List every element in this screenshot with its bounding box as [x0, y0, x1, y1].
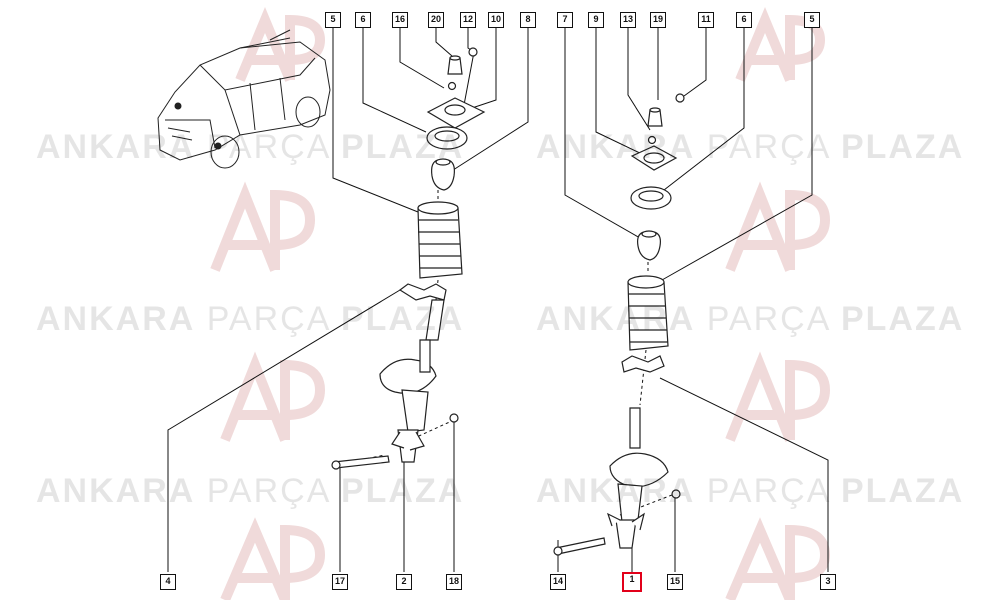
callout-label[interactable]: 4 [160, 574, 176, 590]
right-strut-assembly [553, 93, 685, 556]
watermark-logo [210, 181, 316, 272]
callout-label[interactable]: 8 [520, 12, 536, 28]
callout-label-highlighted[interactable]: 1 [622, 572, 642, 592]
callout-label[interactable]: 20 [428, 12, 444, 28]
watermark-logo [725, 517, 831, 600]
callout-label[interactable]: 5 [325, 12, 341, 28]
watermark-logo [235, 6, 326, 82]
watermark-logos [210, 6, 831, 600]
car-thumbnail [157, 29, 331, 169]
callout-label[interactable]: 11 [698, 12, 714, 28]
callout-label[interactable]: 10 [488, 12, 504, 28]
leader-lines [167, 26, 829, 572]
callout-label[interactable]: 7 [557, 12, 573, 28]
dashed-axes [349, 190, 673, 549]
callout-label[interactable]: 5 [804, 12, 820, 28]
watermark-logo [220, 517, 326, 600]
callout-label[interactable]: 17 [332, 574, 348, 590]
callout-label[interactable]: 19 [650, 12, 666, 28]
callout-label[interactable]: 3 [820, 574, 836, 590]
callout-label[interactable]: 13 [620, 12, 636, 28]
callout-label[interactable]: 16 [392, 12, 408, 28]
callout-label[interactable]: 15 [667, 574, 683, 590]
watermark-logo [735, 6, 826, 82]
callout-label[interactable]: 6 [355, 12, 371, 28]
callout-label[interactable]: 2 [396, 574, 412, 590]
watermark-logo [725, 351, 831, 442]
watermark-logo [725, 181, 831, 272]
callout-label[interactable]: 12 [460, 12, 476, 28]
callout-label[interactable]: 14 [550, 574, 566, 590]
watermark-logo [220, 351, 326, 442]
callout-label[interactable]: 18 [446, 574, 462, 590]
left-strut-assembly [331, 47, 486, 470]
callout-label[interactable]: 6 [736, 12, 752, 28]
callout-label[interactable]: 9 [588, 12, 604, 28]
